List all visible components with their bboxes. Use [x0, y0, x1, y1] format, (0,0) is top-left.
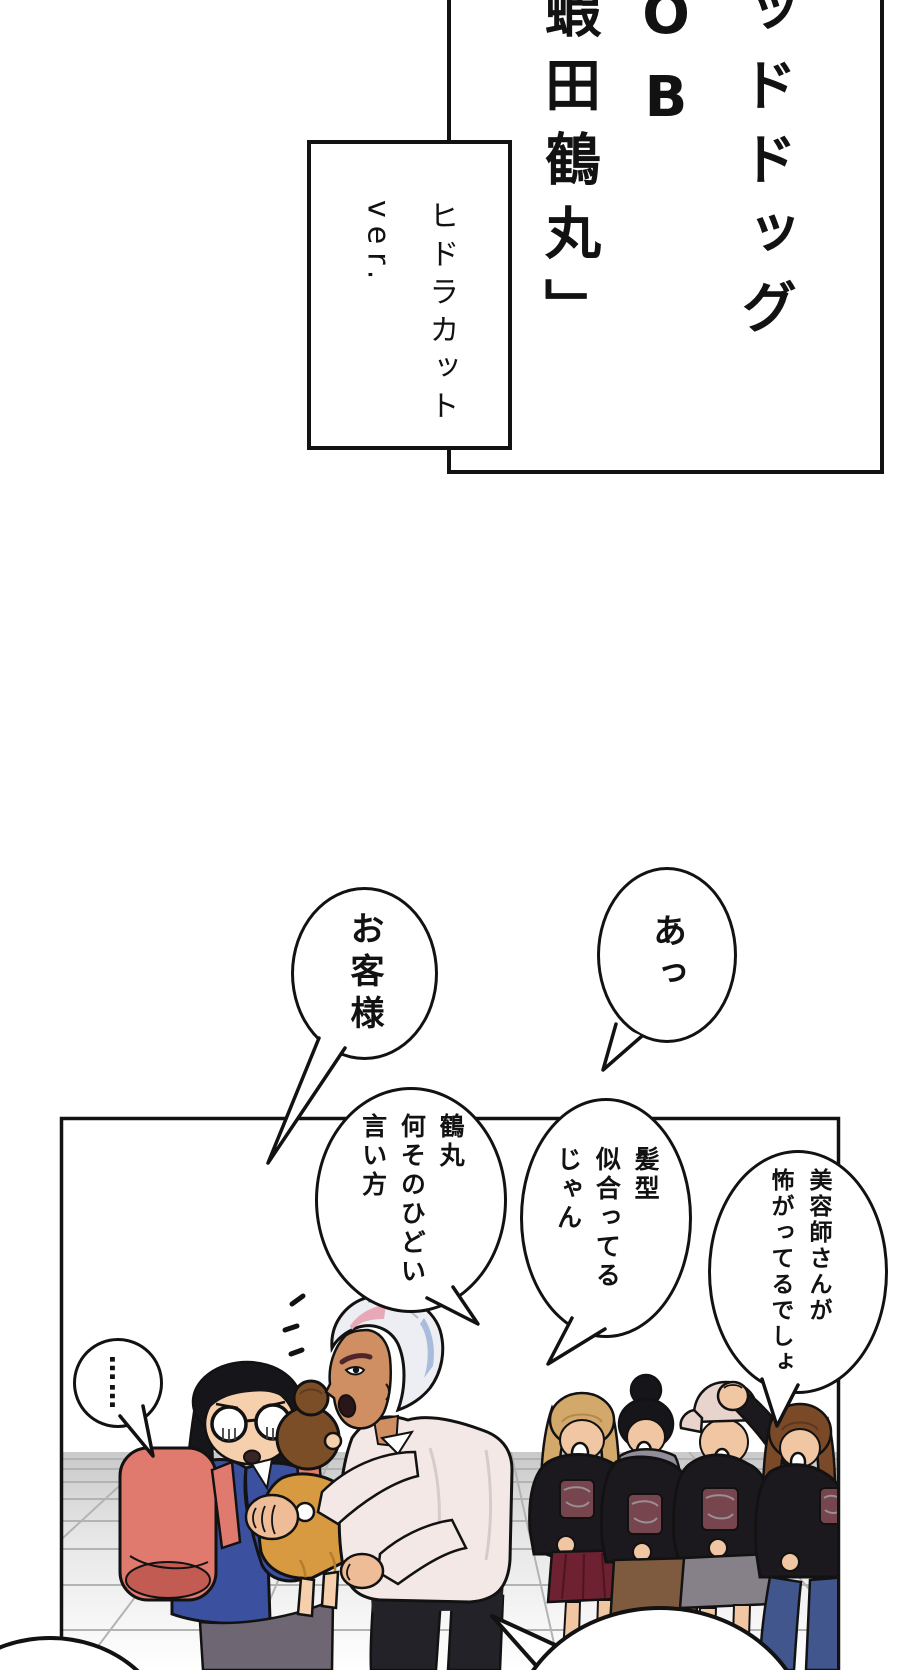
version-caption-text: ヒドラカット ver. [360, 200, 459, 428]
speech-text-kamigata: 髪型 似合ってる じゃん [553, 1145, 661, 1291]
speech-text-okyakusama: お客様 [344, 910, 384, 1037]
speech-bubble-biyoushi: 美容師さんが 怖がってるでしょ [708, 1150, 888, 1394]
speech-bubble-atsu: あっ [597, 867, 737, 1043]
speech-text-atsu: あっ [646, 913, 687, 997]
next-panel-bubble-center [490, 1606, 789, 1670]
hoodie-woman-brown [716, 1380, 837, 1670]
speech-bubble-okyakusama: お客様 [291, 887, 438, 1060]
next-panel-bubble-corner [0, 1636, 140, 1670]
speech-bubble-tsurumaru: 鶴丸 何そのひどい 言い方 [315, 1087, 507, 1313]
speech-text-tsurumaru: 鶴丸 何そのひどい 言い方 [358, 1113, 466, 1287]
speech-bubble-kamigata: 髪型 似合ってる じゃん [520, 1098, 692, 1338]
man-character [244, 1293, 514, 1670]
mother-pants [198, 1598, 335, 1670]
mother-glasses [210, 1400, 292, 1443]
speech-text-ellipsis: …… [103, 1355, 133, 1411]
version-caption-box: ヒドラカット ver. [307, 140, 512, 450]
name-caption-box: ッドドッグOB 蝦田鶴丸」 [447, 0, 884, 474]
speech-text-biyoushi: 美容師さんが 怖がってるでしょ [767, 1168, 831, 1376]
speech-bubble-ellipsis: …… [73, 1338, 163, 1428]
surprise-dashes [282, 1293, 306, 1357]
name-caption-text: ッドドッグOB 蝦田鶴丸」 [535, 0, 797, 352]
